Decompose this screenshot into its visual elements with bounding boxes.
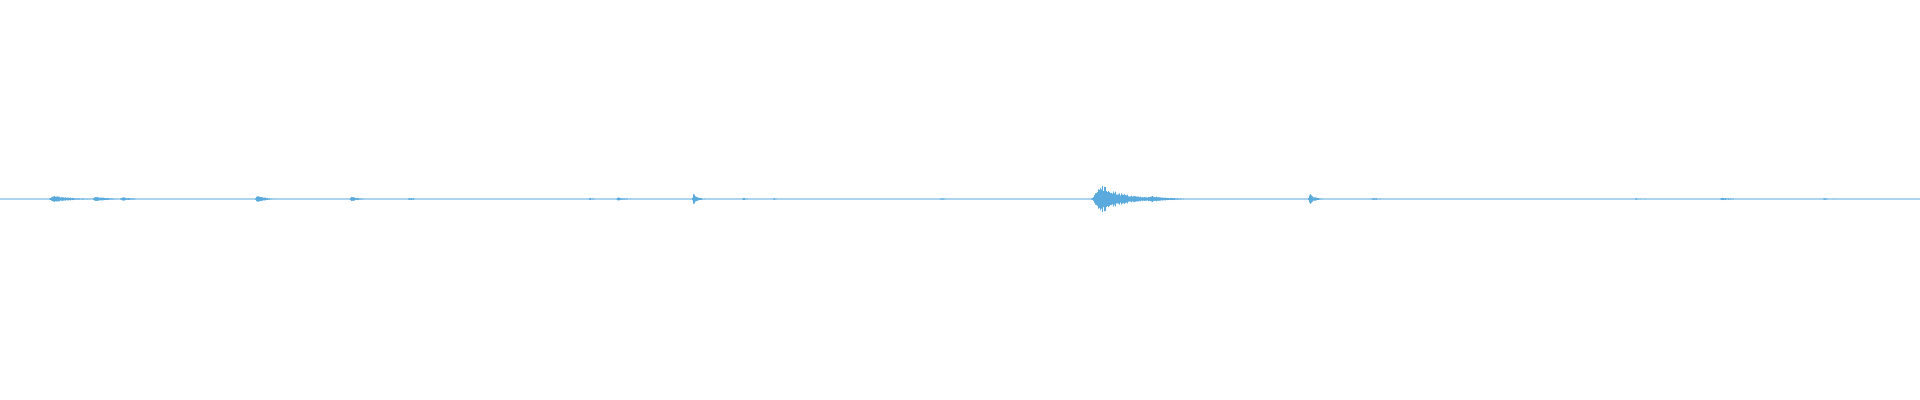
waveform-svg[interactable] <box>0 0 1920 400</box>
audio-waveform[interactable] <box>0 0 1920 400</box>
